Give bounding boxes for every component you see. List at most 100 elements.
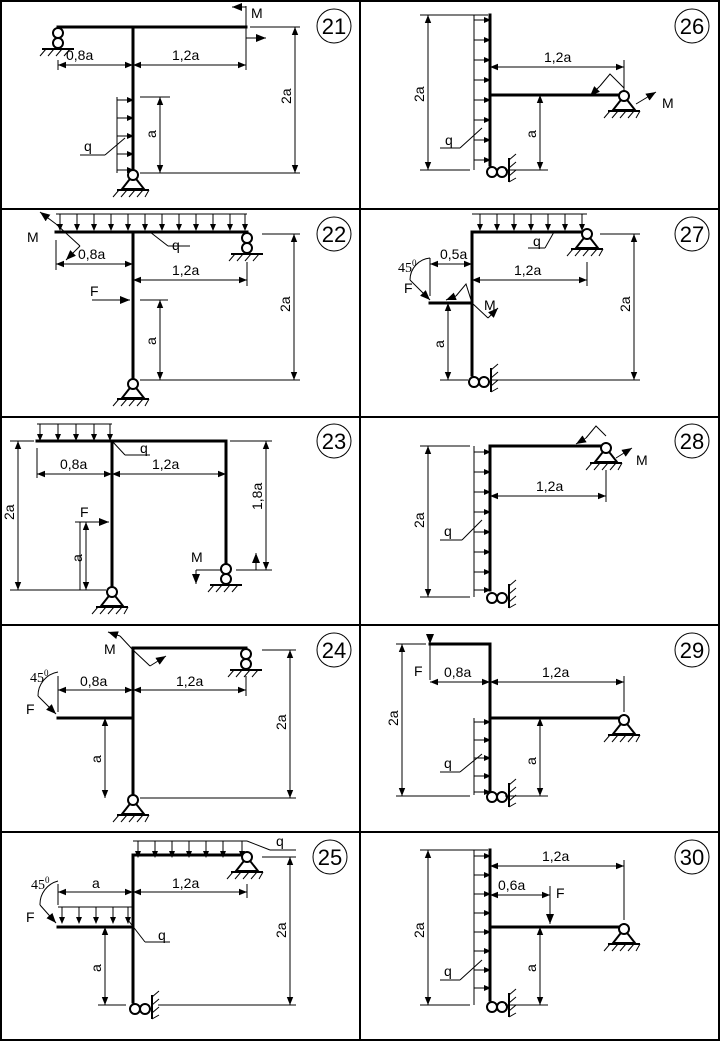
- pin-support: [91, 586, 129, 615]
- angle-label: 450: [30, 668, 49, 686]
- m-label: M: [191, 549, 203, 565]
- dim-label: 0,8a: [66, 47, 93, 63]
- load-arrow: [473, 928, 492, 936]
- q-label: q: [445, 132, 453, 148]
- m-label: M: [636, 452, 648, 468]
- dim-label: 0,6a: [498, 877, 525, 893]
- dim-label: a: [523, 130, 539, 138]
- dim-label: 1,2a: [172, 262, 199, 278]
- problem-number-badge: [674, 216, 710, 252]
- problem-number-badge: [674, 839, 710, 875]
- dim-label: a: [143, 130, 159, 138]
- problem-25: 25 q q 450 F a 1,2a: [26, 833, 348, 1020]
- load-arrow: [510, 213, 518, 232]
- load-arrow: [175, 213, 183, 232]
- load-arrow: [73, 213, 81, 232]
- dim-label: 1,2a: [544, 49, 571, 65]
- dim-label: 0,8a: [444, 664, 471, 680]
- q-label: q: [172, 237, 180, 253]
- load-arrow: [192, 213, 200, 232]
- problem-number-badge: [316, 632, 352, 668]
- load-arrow: [209, 213, 217, 232]
- load-arrow: [473, 772, 492, 780]
- dim-label: 1,2a: [172, 47, 199, 63]
- q-label: q: [140, 440, 148, 456]
- load-arrow: [473, 508, 492, 516]
- problem-30: 30 q F 1,2a 0,6a a 2a: [411, 839, 710, 1018]
- q-label: q: [533, 233, 541, 249]
- load-arrow: [56, 213, 64, 232]
- dim-label: 1,2a: [176, 673, 203, 689]
- load-arrow: [473, 528, 492, 536]
- load-arrow: [92, 906, 100, 925]
- dim-label: 2a: [385, 710, 401, 726]
- angle-label: 450: [31, 875, 50, 893]
- q-label: q: [276, 833, 284, 849]
- problem-number: 28: [680, 429, 704, 454]
- load-arrow: [473, 16, 492, 24]
- pin-support: [112, 794, 150, 823]
- problem-22: 22 q M 0,8a 1,2a F a: [27, 211, 352, 407]
- load-arrow: [54, 423, 62, 442]
- problem-24: 24 M 450 F 0,8a 1,2a a 2a: [26, 631, 352, 823]
- load-arrow: [473, 947, 492, 955]
- dim-label: 1,2a: [152, 456, 179, 472]
- load-arrow: [473, 966, 492, 974]
- load-arrow: [473, 56, 492, 64]
- problem-28: 28 q M 1,2a 2a: [411, 423, 710, 609]
- pin-support: [112, 169, 150, 198]
- dim-label: 2a: [411, 922, 427, 938]
- dim-label: 2a: [1, 504, 17, 520]
- dim-label: 0,8a: [80, 673, 107, 689]
- problem-26: 26 q M 1,2a a 2a: [411, 8, 710, 183]
- problem-number-badge: [312, 839, 348, 875]
- load-arrow: [226, 213, 234, 232]
- dim-label: 0,8a: [60, 456, 87, 472]
- load-arrow: [116, 132, 135, 140]
- load-arrow: [473, 568, 492, 576]
- angle-label: 450: [398, 258, 417, 276]
- load-arrow: [124, 906, 132, 925]
- load-arrow: [544, 213, 552, 232]
- load-arrow: [473, 871, 492, 879]
- q-label: q: [444, 523, 452, 539]
- load-arrow: [90, 423, 98, 442]
- f-label: F: [556, 885, 565, 901]
- load-arrow: [109, 906, 117, 925]
- load-arrow: [476, 213, 484, 232]
- dim-label: 0,8a: [78, 246, 105, 262]
- m-label: M: [251, 5, 263, 21]
- load-arrow: [473, 586, 492, 594]
- m-label: M: [104, 641, 116, 657]
- problem-number-badge: [316, 423, 352, 459]
- dim-label: a: [69, 554, 85, 562]
- dim-label: 0,5a: [440, 246, 467, 262]
- roller-support: [207, 563, 243, 593]
- m-label: M: [662, 95, 674, 111]
- dim-label: a: [523, 964, 539, 972]
- load-arrow: [75, 906, 83, 925]
- dim-label: a: [88, 964, 104, 972]
- q-label: q: [84, 138, 92, 154]
- load-arrow: [473, 468, 492, 476]
- problem-number: 26: [680, 14, 704, 39]
- dim-label: 2a: [273, 714, 289, 730]
- pin-support: [112, 378, 150, 407]
- load-arrow: [106, 423, 114, 442]
- dim-label: a: [523, 757, 539, 765]
- load-arrow: [473, 156, 492, 164]
- load-arrow: [578, 213, 586, 232]
- q-label: q: [444, 963, 452, 979]
- load-arrow: [473, 76, 492, 84]
- load-arrow: [561, 213, 569, 232]
- dim-label: 1,2a: [536, 478, 563, 494]
- roller-support: [227, 648, 263, 678]
- f-label: F: [90, 283, 99, 299]
- problem-number: 22: [322, 222, 346, 247]
- dim-label: 2a: [273, 922, 289, 938]
- load-arrow: [473, 736, 492, 744]
- load-arrow: [473, 36, 492, 44]
- load-arrow: [72, 423, 80, 442]
- load-arrow: [527, 213, 535, 232]
- dim-label: a: [88, 755, 104, 763]
